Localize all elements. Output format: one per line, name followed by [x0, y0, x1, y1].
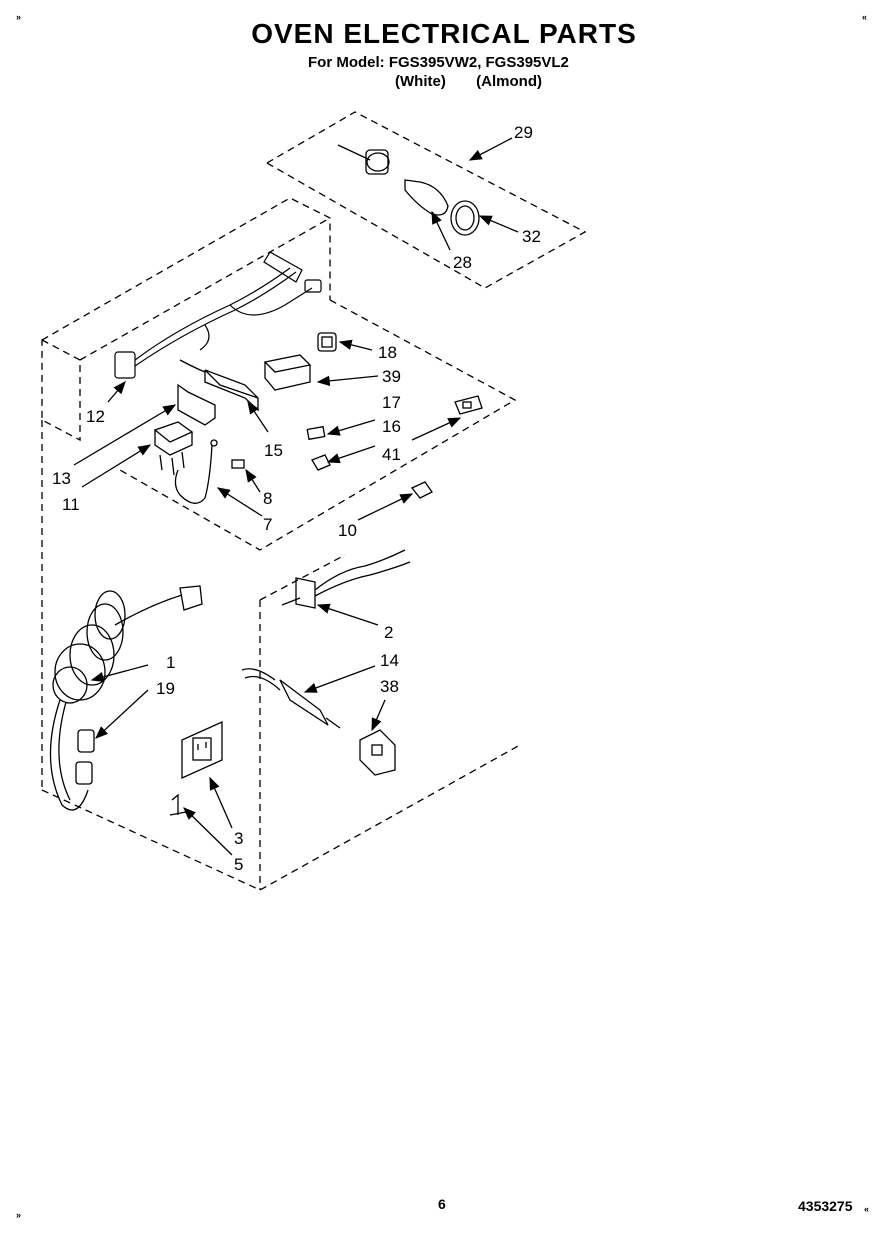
switch-cap — [317, 332, 337, 352]
element-bracket — [359, 729, 396, 776]
cord-clamp — [75, 729, 95, 785]
color-white-label: (White) — [395, 73, 446, 90]
callout-18: 18 — [378, 343, 397, 362]
control-module — [179, 359, 259, 412]
document-number: 4353275 — [798, 1198, 853, 1214]
callout-13: 13 — [52, 469, 71, 488]
dashed-assembly-outlines — [41, 111, 587, 891]
callout-15: 15 — [264, 441, 283, 460]
callout-3: 3 — [234, 829, 243, 848]
page-number: 6 — [438, 1196, 446, 1212]
corner-mark-bottom-left: » — [16, 1210, 22, 1220]
color-almond-label: (Almond) — [476, 73, 542, 90]
corner-mark-top-left: » — [16, 12, 22, 22]
terminal-block — [153, 421, 194, 476]
callout-5: 5 — [234, 855, 243, 874]
rocker-switch — [454, 395, 483, 415]
corner-mark-bottom-right: « — [864, 1204, 870, 1214]
callout-19: 19 — [156, 679, 175, 698]
callout-16: 16 — [382, 417, 401, 436]
model-colors: (White) (Almond) — [395, 73, 542, 90]
callout-2: 2 — [384, 623, 393, 642]
callout-28: 28 — [453, 253, 472, 272]
callout-38: 38 — [380, 677, 399, 696]
mounting-bracket — [177, 383, 216, 426]
outlet-receptacle — [181, 720, 223, 780]
wire-harness — [114, 251, 322, 379]
lamp-assembly — [337, 144, 480, 236]
callout-8: 8 — [263, 489, 272, 508]
terminal-connector — [410, 481, 433, 499]
screw-part — [169, 793, 187, 816]
relay-board — [263, 354, 312, 391]
clip-part — [231, 459, 245, 469]
corner-mark-top-right: « — [862, 12, 868, 22]
callout-41: 41 — [382, 445, 401, 464]
callout-arrows — [73, 137, 519, 856]
page-title: OVEN ELECTRICAL PARTS — [251, 18, 637, 49]
callout-14: 14 — [380, 651, 399, 670]
power-cord — [49, 585, 203, 811]
callout-11: 11 — [62, 495, 80, 514]
callout-labels: 29 32 28 18 39 17 16 41 12 15 13 11 8 7 … — [52, 123, 541, 874]
callout-32: 32 — [522, 227, 541, 246]
small-plate — [306, 425, 326, 441]
temperature-sensor — [281, 549, 411, 609]
callout-29: 29 — [514, 123, 533, 142]
callout-1: 1 — [166, 653, 175, 672]
wire-connector — [311, 454, 331, 471]
sensor-probe — [174, 439, 218, 504]
callout-12: 12 — [86, 407, 105, 426]
callout-17: 17 — [382, 393, 401, 412]
element-lead — [241, 668, 341, 729]
model-line: For Model: FGS395VW2, FGS395VL2 — [308, 54, 569, 71]
callout-10: 10 — [338, 521, 357, 540]
callout-7: 7 — [263, 515, 272, 534]
callout-39: 39 — [382, 367, 401, 386]
